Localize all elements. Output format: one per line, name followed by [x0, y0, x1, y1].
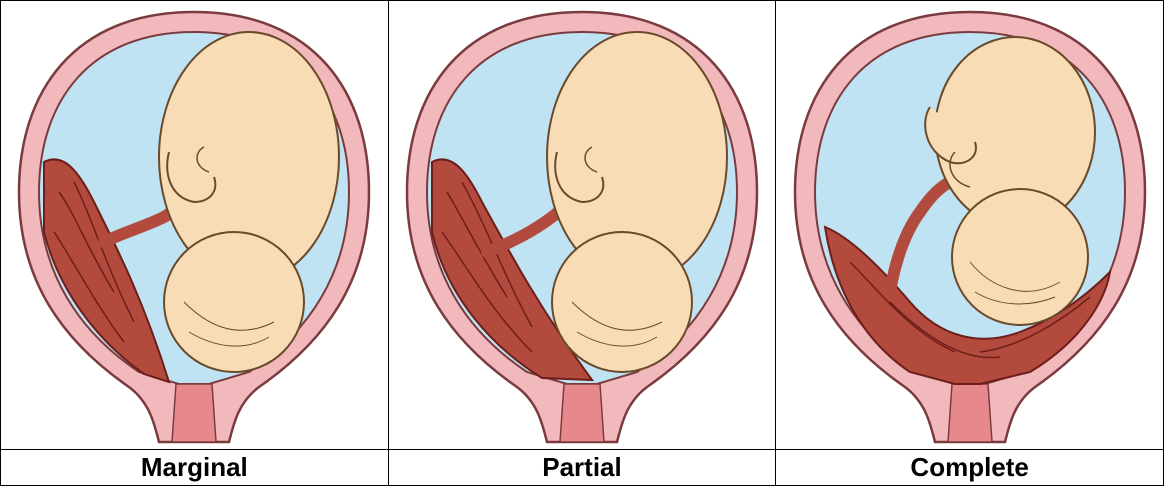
partial-placenta-previa-illustration — [392, 2, 772, 448]
panel-label-complete: Complete — [910, 452, 1028, 482]
fetus-head — [552, 232, 692, 372]
fetus-head — [952, 189, 1088, 325]
panel-label-marginal: Marginal — [141, 452, 248, 482]
marginal-placenta-previa-illustration — [4, 2, 384, 448]
panel-partial-illustration-cell — [388, 1, 776, 450]
panel-marginal-illustration-cell — [1, 1, 389, 450]
cervix — [948, 384, 992, 442]
complete-placenta-previa-illustration — [780, 2, 1160, 448]
panel-complete-illustration-cell — [776, 1, 1164, 450]
label-cell-partial: Partial — [388, 450, 776, 486]
cervix — [172, 384, 216, 442]
cervix — [560, 384, 604, 442]
panel-label-partial: Partial — [542, 452, 622, 482]
label-cell-marginal: Marginal — [1, 450, 389, 486]
fetus-head — [164, 232, 304, 372]
label-cell-complete: Complete — [776, 450, 1164, 486]
